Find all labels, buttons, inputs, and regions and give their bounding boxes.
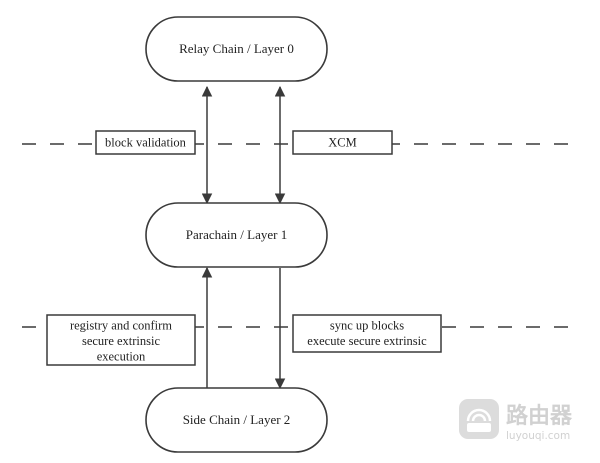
node-parachain-label: Parachain / Layer 1 — [186, 227, 287, 242]
node-side-chain: Side Chain / Layer 2 — [145, 387, 328, 453]
node-parachain: Parachain / Layer 1 — [145, 202, 328, 268]
label-registry-line-3: execution — [97, 350, 146, 364]
label-block-validation: block validation — [95, 130, 196, 155]
watermark: 路由器 luyouqi.com — [459, 399, 573, 442]
label-xcm-text: XCM — [328, 136, 356, 150]
label-sync: sync up blocks execute secure extrinsic — [292, 314, 442, 353]
watermark-brand: 路由器 — [506, 403, 573, 429]
label-registry-line-1: registry and confirm — [70, 319, 172, 333]
watermark-site: luyouqi.com — [506, 430, 570, 442]
node-relay-chain: Relay Chain / Layer 0 — [145, 16, 328, 82]
label-registry-line-2: secure extrinsic — [82, 334, 161, 348]
node-relay-chain-label: Relay Chain / Layer 0 — [179, 41, 294, 56]
label-xcm: XCM — [292, 130, 393, 155]
label-registry: registry and confirm secure extrinsic ex… — [46, 314, 196, 366]
label-block-validation-text: block validation — [105, 136, 187, 150]
label-sync-line-2: execute secure extrinsic — [307, 334, 427, 348]
label-sync-line-1: sync up blocks — [330, 319, 404, 333]
node-side-chain-label: Side Chain / Layer 2 — [183, 412, 291, 427]
router-logo-icon — [459, 399, 499, 439]
